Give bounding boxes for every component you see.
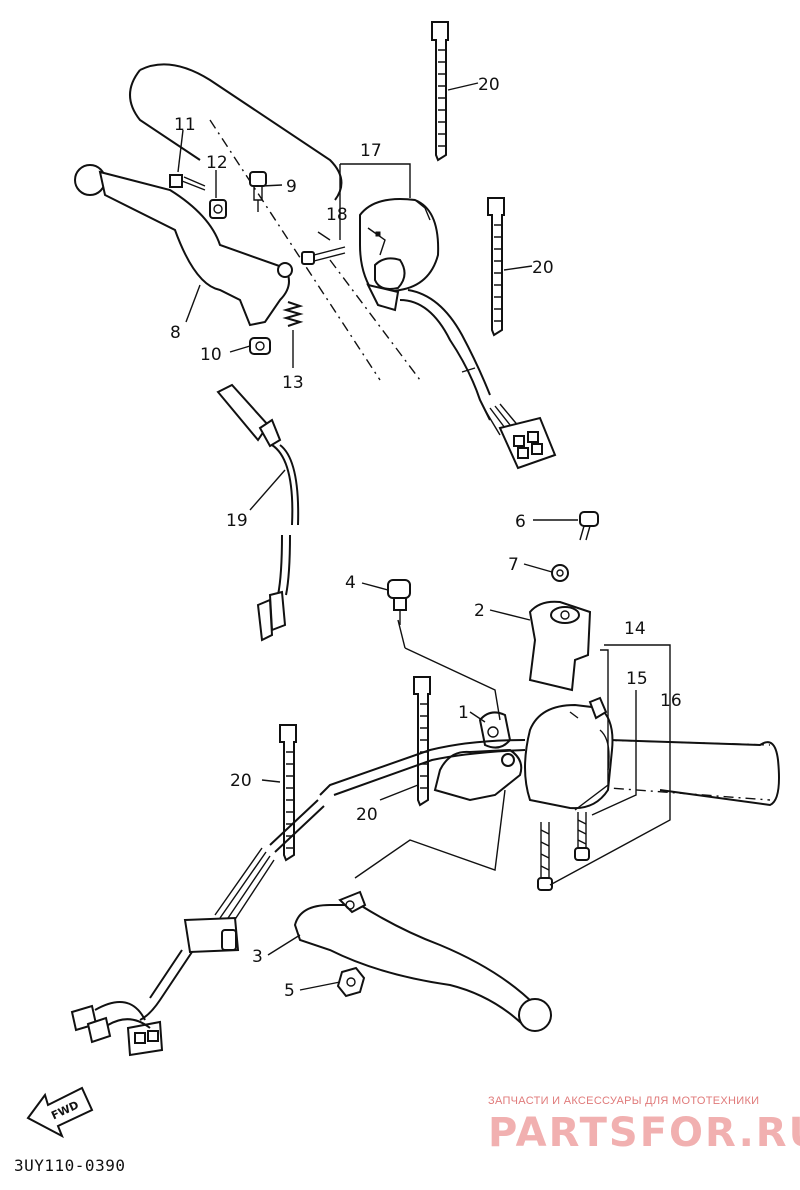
callout-6: 6	[515, 512, 526, 532]
screw-16	[537, 822, 553, 891]
screw-15	[574, 812, 590, 861]
callout-20-lower-left: 20	[230, 771, 252, 791]
callout-7: 7	[508, 555, 519, 575]
callout-2: 2	[474, 601, 485, 621]
callout-13: 13	[282, 373, 304, 393]
callout-20-mid: 20	[532, 258, 554, 278]
callout-17: 17	[360, 141, 382, 161]
diagram-code: 3UY110-0390	[14, 1156, 126, 1175]
clutch-switch-19	[216, 383, 300, 642]
cable-tie-20-top	[431, 21, 449, 162]
nut-5	[336, 966, 366, 998]
callout-19: 19	[226, 511, 248, 531]
switch-cable-upper	[399, 289, 521, 436]
lower-handlebar-grip	[569, 739, 780, 807]
callout-20-lower-mid: 20	[356, 805, 378, 825]
brake-lever-3	[293, 890, 552, 1032]
bolt-4	[387, 579, 411, 625]
callout-14: 14	[624, 619, 646, 639]
watermark-logo: PARTSFOR.RU	[488, 1110, 800, 1156]
callout-8: 8	[170, 323, 181, 343]
callout-1: 1	[458, 703, 469, 723]
washer-7	[551, 564, 569, 582]
callout-4: 4	[345, 573, 356, 593]
callout-12: 12	[206, 153, 228, 173]
fwd-arrow-icon: FWD	[26, 1086, 94, 1139]
callout-10: 10	[200, 345, 222, 365]
bolt-11	[169, 174, 206, 191]
screw-6	[579, 511, 599, 541]
cable-tie-20-mid	[487, 197, 505, 337]
watermark-caption: ЗАПЧАСТИ И АКСЕССУАРЫ ДЛЯ МОТОТЕХНИКИ	[488, 1095, 760, 1107]
collar-12	[209, 199, 227, 219]
brake-lever-holder-1	[433, 711, 523, 802]
bolt-9	[249, 171, 267, 212]
connector-upper	[498, 416, 557, 470]
callout-5: 5	[284, 981, 295, 1001]
nut-10	[249, 337, 271, 355]
switch-cable-lower	[214, 739, 526, 925]
callout-leaders	[177, 82, 671, 991]
cable-tie-20-lower-left	[279, 724, 297, 862]
handlebar-switch-left	[359, 198, 440, 312]
callout-11: 11	[174, 115, 196, 135]
clutch-lever	[74, 164, 293, 327]
callout-20-top: 20	[478, 75, 500, 95]
connector-lower	[139, 916, 240, 1021]
holder-2	[528, 600, 592, 692]
screw-18	[301, 246, 346, 265]
callout-3: 3	[252, 947, 263, 967]
callout-16: 16	[660, 691, 682, 711]
spring-13	[282, 301, 304, 327]
upper-handlebar-grip	[129, 63, 421, 381]
connector-lower-small	[70, 1001, 164, 1057]
callout-18: 18	[326, 205, 348, 225]
callout-9: 9	[286, 177, 297, 197]
callout-15: 15	[626, 669, 648, 689]
